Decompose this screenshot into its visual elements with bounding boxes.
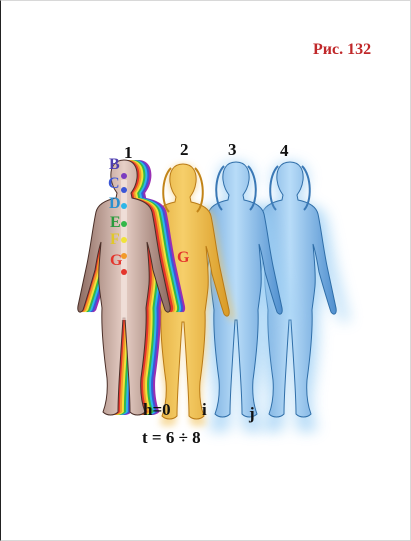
chakra-label-b: B <box>109 156 120 174</box>
figure-number-4: 4 <box>280 141 289 161</box>
label-i: i <box>202 400 207 420</box>
chakra-label-g: G <box>110 252 122 270</box>
chakra-label-c: C <box>108 175 120 193</box>
label-j: j <box>249 404 255 424</box>
figure-number-1: 1 <box>124 143 133 163</box>
figure2-label-g: G <box>177 249 189 267</box>
chakra-label-f: F <box>110 231 120 249</box>
figure-number-2: 2 <box>180 140 189 160</box>
label-t-range: t = 6 ÷ 8 <box>142 428 201 448</box>
chakra-label-e: E <box>110 214 121 232</box>
figure-number-3: 3 <box>228 140 237 160</box>
chakra-label-d: D <box>109 195 121 213</box>
label-h-zero: h=0 <box>143 400 171 420</box>
